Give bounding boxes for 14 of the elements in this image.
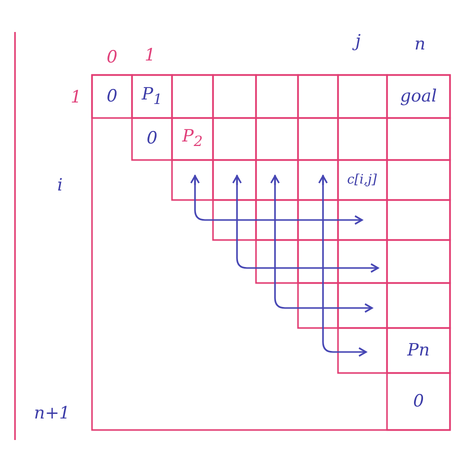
row-index: n+1	[34, 406, 70, 422]
row-index: i	[57, 178, 63, 194]
column-index: n	[414, 36, 426, 54]
table-cell-text: goal	[400, 88, 437, 105]
table-cell-text: Pn	[407, 342, 430, 359]
table-cell-text: 0	[106, 88, 118, 105]
table-cell-text: P$_{2}$	[182, 128, 203, 150]
row-index: 1	[70, 90, 82, 106]
table-cell-text: 0	[413, 393, 424, 410]
column-index: 0	[106, 50, 118, 66]
table-cell-text: c[i,j]	[347, 174, 377, 186]
table-cell-text: 0	[146, 130, 158, 148]
table-cell-text: P$_{1}$	[142, 86, 162, 107]
column-index: 1	[144, 48, 156, 64]
